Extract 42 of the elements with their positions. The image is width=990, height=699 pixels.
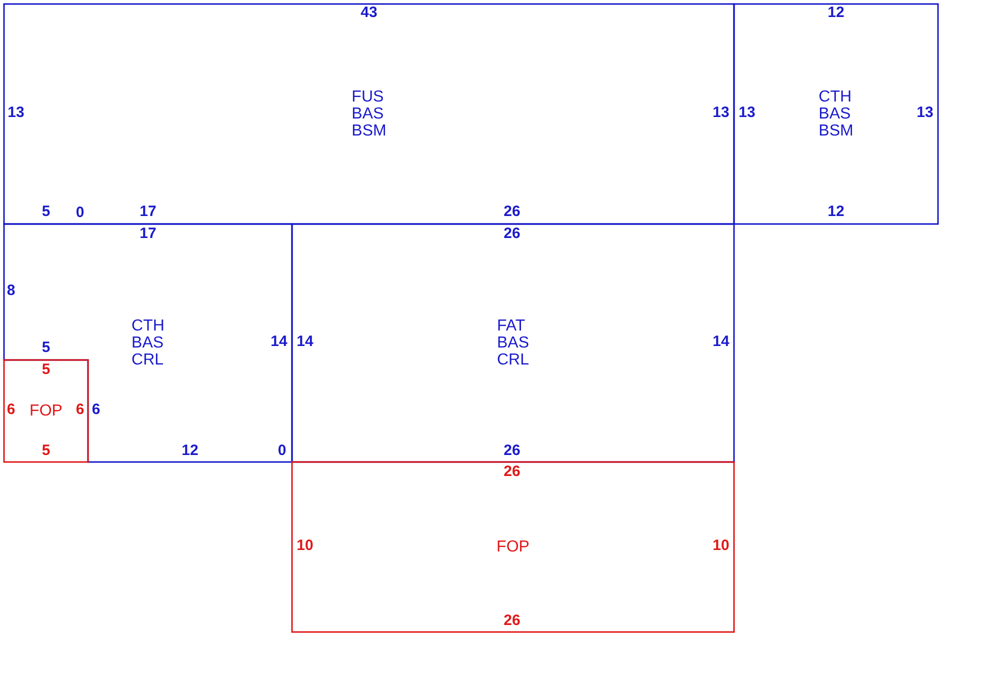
dimension-label: 12 xyxy=(182,443,198,459)
room-label: FOP xyxy=(30,402,62,420)
dimension-label: 10 xyxy=(712,538,730,554)
dimension-label: 12 xyxy=(828,204,844,220)
dimension-label: 14 xyxy=(296,334,314,350)
dimension-label: 13 xyxy=(738,105,756,121)
dimension-label: 13 xyxy=(8,105,24,121)
dimension-label: 26 xyxy=(504,613,520,629)
room-label: FUS BAS BSM xyxy=(352,88,386,140)
room-area xyxy=(292,224,734,462)
dimension-label: 26 xyxy=(504,464,520,480)
room-label: CTH BAS BSM xyxy=(818,88,854,140)
room-area xyxy=(4,224,292,462)
room-label: FOP xyxy=(496,538,530,556)
dimension-label: 26 xyxy=(504,226,520,242)
room-label: FAT BAS CRL xyxy=(497,318,529,368)
dimension-label: 13 xyxy=(916,105,934,121)
dimension-label: 8 xyxy=(6,283,16,299)
dimension-label: 6 xyxy=(76,402,84,418)
room-area xyxy=(292,462,734,632)
dimension-label: 6 xyxy=(6,402,16,418)
dimension-label: 17 xyxy=(140,204,156,220)
dimension-label: 5 xyxy=(42,204,50,220)
dimension-label: 26 xyxy=(504,443,520,459)
dimension-label: 0 xyxy=(76,205,84,221)
dimension-label: 5 xyxy=(42,443,50,459)
dimension-label: 0 xyxy=(278,443,286,459)
dimension-label: 43 xyxy=(360,5,378,21)
dimension-label: 5 xyxy=(42,362,50,378)
dimension-label: 12 xyxy=(828,5,844,21)
room-area xyxy=(4,4,734,224)
dimension-label: 10 xyxy=(296,538,314,554)
dimension-label: 6 xyxy=(92,402,100,418)
room-area xyxy=(734,4,938,224)
dimension-label: 5 xyxy=(42,340,50,356)
dimension-label: 14 xyxy=(270,334,288,350)
room-area xyxy=(4,360,88,462)
dimension-label: 26 xyxy=(504,204,520,220)
dimension-label: 17 xyxy=(140,226,156,242)
dimension-label: 13 xyxy=(712,105,730,121)
dimension-label: 14 xyxy=(712,334,730,350)
room-label: CTH BAS CRL xyxy=(132,318,164,368)
